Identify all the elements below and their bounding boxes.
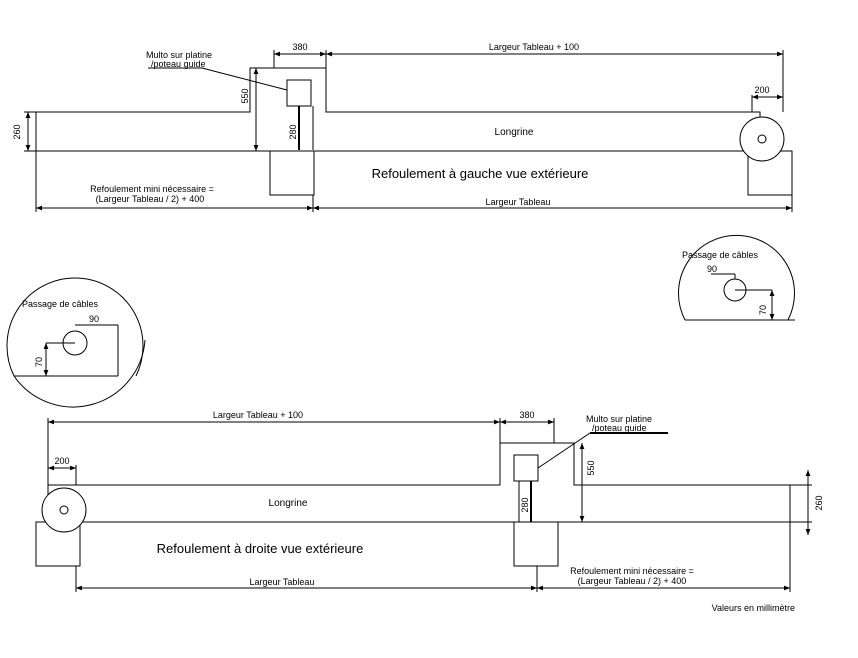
units-note: Valeurs en millimètre — [712, 603, 795, 613]
top-refoul-label-2: (Largeur Tableau / 2) + 400 — [96, 194, 205, 204]
top-longrine-label: Longrine — [495, 127, 534, 138]
top-view-title: Refoulement à gauche vue extérieure — [372, 166, 589, 181]
detail-right-label: Passage de câbles — [682, 250, 759, 260]
bottom-longrine-outline — [47, 442, 791, 523]
top-dim-380: 380 — [292, 42, 307, 52]
bottom-foundation-block — [513, 521, 559, 567]
bottom-multo-label-1: Multo sur platine — [586, 414, 652, 424]
bottom-view: Largeur Tableau + 100 380 Multo sur plat… — [35, 410, 824, 592]
bottom-dim-550: 550 — [586, 460, 596, 475]
bottom-left-circle — [41, 487, 87, 533]
top-dim-280: 280 — [288, 124, 298, 139]
top-dim-200: 200 — [754, 85, 769, 95]
top-dim-largeur-plus: Largeur Tableau + 100 — [489, 42, 579, 52]
bottom-dim-largeur-plus: Largeur Tableau + 100 — [213, 410, 303, 420]
detail-left-dim-90: 90 — [89, 314, 99, 324]
bottom-view-title: Refoulement à droite vue extérieure — [157, 541, 364, 556]
top-guide-post — [286, 79, 312, 107]
bottom-guide-post — [513, 454, 539, 482]
bottom-refoul-label-2: (Largeur Tableau / 2) + 400 — [578, 576, 687, 586]
detail-right-dim-90: 90 — [707, 264, 717, 274]
top-dim-largeur: Largeur Tableau — [486, 197, 551, 207]
detail-right: Passage de câbles 90 70 — [678, 234, 795, 321]
bottom-longrine-label: Longrine — [269, 498, 308, 509]
top-right-circle — [739, 116, 785, 162]
top-dim-260: 260 — [12, 124, 22, 139]
top-dim-550: 550 — [240, 88, 250, 103]
top-view: 380 Largeur Tableau + 100 200 550 260 28… — [12, 42, 793, 212]
detail-left-label: Passage de câbles — [22, 299, 99, 309]
detail-right-dim-70: 70 — [758, 305, 768, 315]
bottom-dim-280: 280 — [520, 497, 530, 512]
top-multo-label-2: /poteau guide — [151, 59, 206, 69]
top-refoul-label-1: Refoulement mini nécessaire = — [90, 184, 214, 194]
bottom-dim-260: 260 — [814, 495, 824, 510]
bottom-multo-label-2: /poteau guide — [592, 423, 647, 433]
detail-right-circle — [678, 234, 795, 321]
detail-left: Passage de câbles 90 70 — [6, 277, 146, 408]
bottom-dim-largeur: Largeur Tableau — [250, 577, 315, 587]
detail-left-dim-70: 70 — [34, 357, 44, 367]
bottom-dim-380: 380 — [519, 410, 534, 420]
top-multo-label-1: Multo sur platine — [146, 50, 212, 60]
top-foundation-block — [269, 150, 315, 196]
top-longrine-outline — [35, 67, 761, 152]
bottom-dim-200: 200 — [54, 456, 69, 466]
bottom-refoul-label-1: Refoulement mini nécessaire = — [570, 566, 694, 576]
